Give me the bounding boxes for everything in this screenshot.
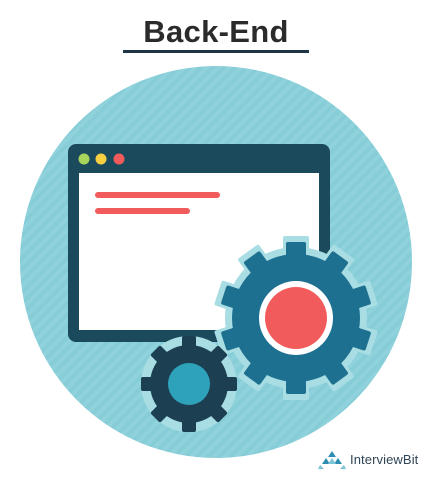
gear-tooth [346,285,371,310]
gear-tooth [182,415,196,432]
gear-tooth [141,377,158,391]
gear-tooth [286,242,306,262]
gear-tooth [244,358,271,385]
text-line-1 [95,192,220,198]
gear-tooth [286,374,306,394]
gear-tooth [182,336,196,353]
window-dot-green [78,153,90,165]
gear-tooth [321,358,348,385]
page-title: Back-End [143,14,289,49]
gear-tooth [321,251,348,278]
gear-tooth [244,251,271,278]
gear-tooth [221,285,246,310]
gear-tooth [150,345,172,367]
interviewbit-logo-icon [318,451,346,469]
title-underline [123,50,309,53]
gear-tooth [206,345,228,367]
gear-tooth [220,377,237,391]
brand-logo: InterviewBit [318,448,418,470]
small-gear-icon [141,336,237,432]
gear-tooth [206,401,228,423]
brand-name: InterviewBit [350,451,419,467]
large-gear-hub [265,287,327,349]
small-gear-hub [168,363,210,405]
gear-tooth [221,326,246,351]
window-dot-yellow [95,153,107,165]
window-dot-red [113,153,125,165]
gear-tooth [150,401,172,423]
gear-tooth [346,326,371,351]
text-line-2 [95,208,190,214]
large-gear-icon [221,242,371,394]
